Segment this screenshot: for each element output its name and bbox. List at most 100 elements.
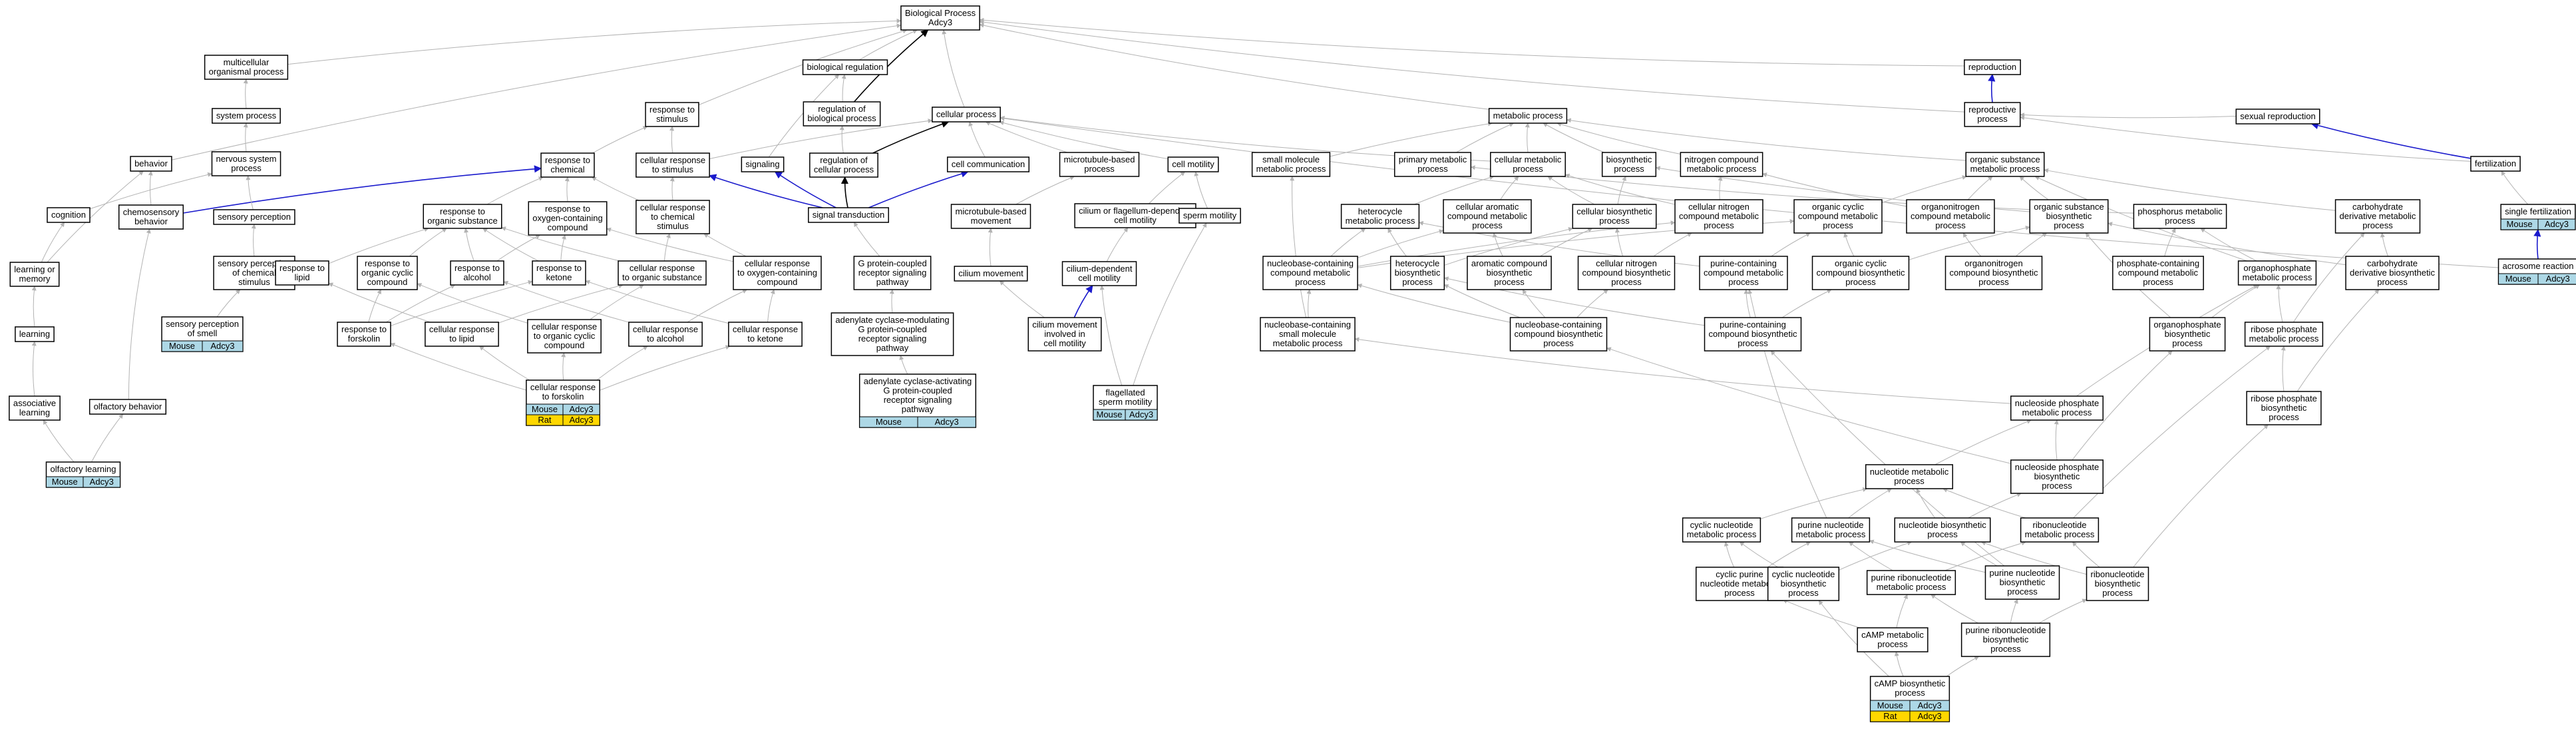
go-term-node-repro[interactable]: reproduction <box>1964 59 2021 75</box>
go-term-node-ciliummove[interactable]: cilium movement <box>954 266 1028 282</box>
go-term-node-cellproc[interactable]: cellular process <box>932 107 1001 123</box>
go-term-node-bioreg[interactable]: biological regulation <box>802 59 888 75</box>
go-term-node-sigtrans[interactable]: signal transduction <box>808 207 889 223</box>
go-term-node-spermmot[interactable]: sperm motility <box>1179 208 1241 224</box>
go-term-node-olfbeh[interactable]: olfactory behavior <box>89 399 167 415</box>
go-term-node-cellmot[interactable]: cell motility <box>1167 156 1219 172</box>
go-term-node-learning[interactable]: learning <box>15 326 55 342</box>
go-term-node-behavior[interactable]: behavior <box>130 156 172 172</box>
go-term-node-metab[interactable]: metabolic process <box>1488 108 1568 124</box>
go-term-node-sexrepro[interactable]: sexual reproduction <box>2235 109 2320 124</box>
go-term-node-sysproc[interactable]: system process <box>212 108 281 124</box>
go-term-node-cognition[interactable]: cognition <box>47 207 91 223</box>
go-term-node-signaling[interactable]: signaling <box>741 156 785 172</box>
go-term-node-cellcomm[interactable]: cell communication <box>946 156 1030 172</box>
go-term-node-fert[interactable]: fertilization <box>2470 156 2521 172</box>
